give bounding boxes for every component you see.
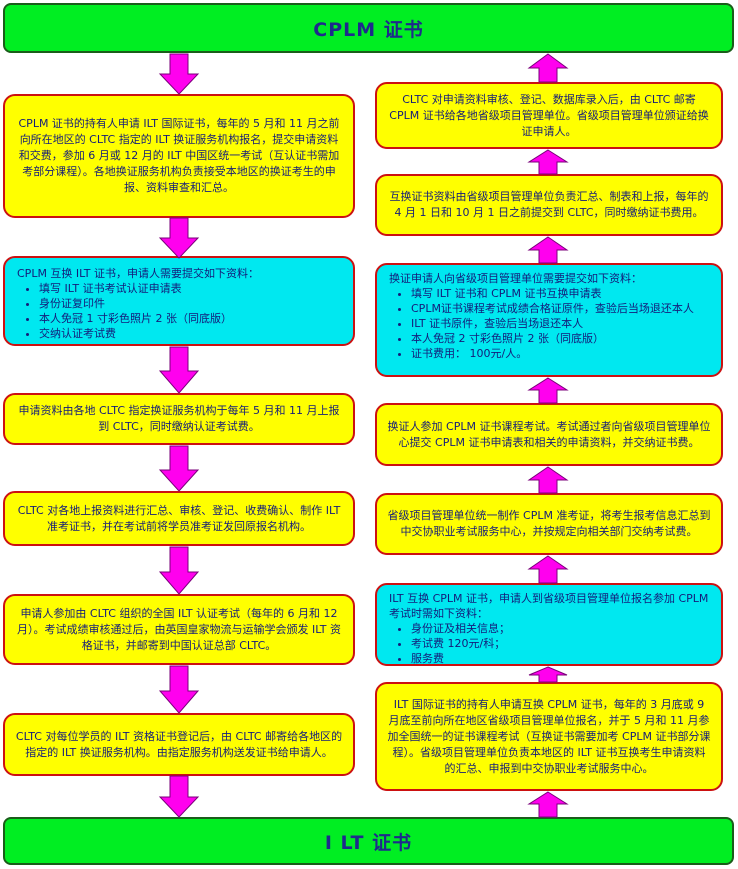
arrow-up-icon xyxy=(527,377,569,404)
left-step-1-text: CPLM 证书的持有人申请 ILT 国际证书，每年的 5 月和 11 月之前向所… xyxy=(18,117,340,194)
right-step-4: 换证人参加 CPLM 证书课程考试。考试通过者向省级项目管理单位心提交 CPLM… xyxy=(375,403,723,466)
left-step-5: 申请人参加由 CLTC 组织的全国 ILT 认证考试（每年的 6 月和 12 月… xyxy=(3,594,355,665)
left-step-6-text: CLTC 对每位学员的 ILT 资格证书登记后，由 CLTC 邮寄给各地区的指定… xyxy=(15,729,343,759)
left-step-5-text: 申请人参加由 CLTC 组织的全国 ILT 认证考试（每年的 6 月和 12 月… xyxy=(16,606,342,652)
left-step-3: 申请资料由各地 CLTC 指定换证服务机构于每年 5 月和 11 月上报到 CL… xyxy=(3,393,355,445)
right-step-7-text: CLTC 对申请资料审核、登记、数据库录入后，由 CLTC 邮寄 CPLM 证书… xyxy=(389,92,709,138)
arrow-down-icon xyxy=(158,546,200,595)
arrow-up-icon xyxy=(528,666,568,683)
left-step-6: CLTC 对每位学员的 ILT 资格证书登记后，由 CLTC 邮寄给各地区的指定… xyxy=(3,713,355,776)
right-step-5-requirements: 换证申请人向省级项目管理单位需要提交如下资料： 填写 ILT 证书和 CPLM … xyxy=(375,263,723,377)
list-item: ILT 证书原件，查验后当场退还本人 xyxy=(411,316,709,331)
list-item: 本人免冠 2 寸彩色照片 2 张（同底版） xyxy=(411,331,709,346)
right-step-7-final: CLTC 对申请资料审核、登记、数据库录入后，由 CLTC 邮寄 CPLM 证书… xyxy=(375,82,723,149)
right-step-2-requirements: ILT 互换 CPLM 证书，申请人到省级项目管理单位报名参加 CPLM 考试时… xyxy=(375,583,723,666)
right-step-5-list: 填写 ILT 证书和 CPLM 证书互换申请表 CPLM证书课程考试成绩合格证原… xyxy=(389,286,709,361)
right-step-2-list: 身份证及相关信息； 考试费 120元/科； 服务费 xyxy=(389,621,709,666)
list-item: 填写 ILT 证书考试认证申请表 xyxy=(39,281,341,296)
left-step-1: CPLM 证书的持有人申请 ILT 国际证书，每年的 5 月和 11 月之前向所… xyxy=(3,94,355,218)
arrow-down-icon xyxy=(158,775,200,818)
arrow-up-icon xyxy=(527,53,569,83)
right-step-5-title: 换证申请人向省级项目管理单位需要提交如下资料： xyxy=(389,272,642,285)
arrow-up-icon xyxy=(527,791,569,818)
left-step-2-requirements: CPLM 互换 ILT 证书，申请人需要提交如下资料： 填写 ILT 证书考试认… xyxy=(3,256,355,346)
left-step-4: CLTC 对各地上报资料进行汇总、审核、登记、收费确认、制作 ILT 准考证书，… xyxy=(3,491,355,546)
top-banner-label: CPLM 证书 xyxy=(313,18,424,41)
list-item: 填写 ILT 证书和 CPLM 证书互换申请表 xyxy=(411,286,709,301)
arrow-down-icon xyxy=(158,53,200,95)
left-step-2-list: 填写 ILT 证书考试认证申请表 身份证复印件 本人免冠 1 寸彩色照片 2 张… xyxy=(17,281,341,341)
right-step-4-text: 换证人参加 CPLM 证书课程考试。考试通过者向省级项目管理单位心提交 CPLM… xyxy=(387,419,711,449)
list-item: 考试费 120元/科； xyxy=(411,636,709,651)
list-item: 身份证复印件 xyxy=(39,296,341,311)
bottom-banner-ilt: I LT 证书 xyxy=(3,817,734,865)
arrow-up-icon xyxy=(527,466,569,494)
arrow-down-icon xyxy=(158,665,200,714)
top-banner-cplm: CPLM 证书 xyxy=(3,3,734,53)
list-item: 服务费 xyxy=(411,651,709,666)
right-step-6-text: 互换证书资料由省级项目管理单位负责汇总、制表和上报，每年的 4 月 1 日和 1… xyxy=(389,190,709,219)
list-item: 交纳认证考试费 xyxy=(39,326,341,341)
arrow-up-icon xyxy=(527,555,569,584)
arrow-down-icon xyxy=(158,346,200,394)
right-step-2-title: ILT 互换 CPLM 证书，申请人到省级项目管理单位报名参加 CPLM 考试时… xyxy=(389,592,709,620)
list-item: CPLM证书课程考试成绩合格证原件，查验后当场退还本人 xyxy=(411,301,709,316)
arrow-down-icon xyxy=(158,445,200,492)
arrow-down-icon xyxy=(158,217,200,259)
right-step-1: ILT 国际证书的持有人申请互换 CPLM 证书，每年的 3 月底或 9 月底至… xyxy=(375,682,723,791)
arrow-up-icon xyxy=(527,149,569,175)
right-step-6: 互换证书资料由省级项目管理单位负责汇总、制表和上报，每年的 4 月 1 日和 1… xyxy=(375,174,723,236)
left-step-3-text: 申请资料由各地 CLTC 指定换证服务机构于每年 5 月和 11 月上报到 CL… xyxy=(18,404,340,433)
right-step-1-text: ILT 国际证书的持有人申请互换 CPLM 证书，每年的 3 月底或 9 月底至… xyxy=(387,697,711,775)
right-step-3: 省级项目管理单位统一制作 CPLM 准考证，将考生报考信息汇总到中交协职业考试服… xyxy=(375,493,723,555)
list-item: 证书费用： 100元/人。 xyxy=(411,346,709,361)
bottom-banner-label: I LT 证书 xyxy=(324,831,413,854)
left-step-4-text: CLTC 对各地上报资料进行汇总、审核、登记、收费确认、制作 ILT 准考证书，… xyxy=(17,503,341,533)
right-step-3-text: 省级项目管理单位统一制作 CPLM 准考证，将考生报考信息汇总到中交协职业考试服… xyxy=(387,509,711,538)
left-step-2-title: CPLM 互换 ILT 证书，申请人需要提交如下资料： xyxy=(17,267,259,280)
list-item: 本人免冠 1 寸彩色照片 2 张（同底版） xyxy=(39,311,341,326)
arrow-up-icon xyxy=(527,236,569,264)
list-item: 身份证及相关信息； xyxy=(411,621,709,636)
